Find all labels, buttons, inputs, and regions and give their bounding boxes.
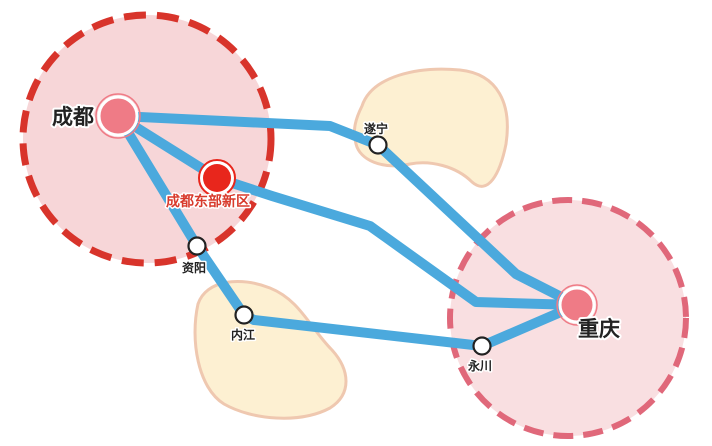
neijiang-region	[193, 280, 348, 420]
neijiang-label: 内江	[231, 327, 255, 342]
yongchuan-label: 永川	[467, 358, 492, 373]
suining-label: 遂宁	[364, 121, 388, 136]
node-yongchuan[interactable]	[472, 336, 492, 356]
node-ziyang[interactable]	[187, 236, 207, 256]
chengdu-label: 成都	[52, 105, 94, 129]
chongqing-hub-ring	[558, 286, 596, 324]
suining-station-dot	[368, 135, 388, 155]
node-chongqing[interactable]	[556, 284, 598, 326]
chongqing-hub-outer	[556, 284, 598, 326]
node-neijiang[interactable]	[234, 305, 254, 325]
neijiang-station-dot	[234, 305, 254, 325]
chengdu-hub-outer	[95, 93, 141, 139]
route-chengdu-east-chongqing[interactable]	[113, 111, 582, 310]
node-suining[interactable]	[368, 135, 388, 155]
chengdu-east-dot	[203, 164, 231, 192]
node-chengdu-east[interactable]	[198, 159, 236, 197]
chengdu-hub-ring	[97, 95, 139, 137]
node-chengdu[interactable]	[95, 93, 141, 139]
chengdu-east-label: 成都东部新区	[166, 193, 250, 210]
ziyang-station-dot	[187, 236, 207, 256]
ziyang-label: 资阳	[182, 260, 206, 275]
chongqing-label: 重庆	[578, 317, 620, 341]
yongchuan-station-dot	[472, 336, 492, 356]
